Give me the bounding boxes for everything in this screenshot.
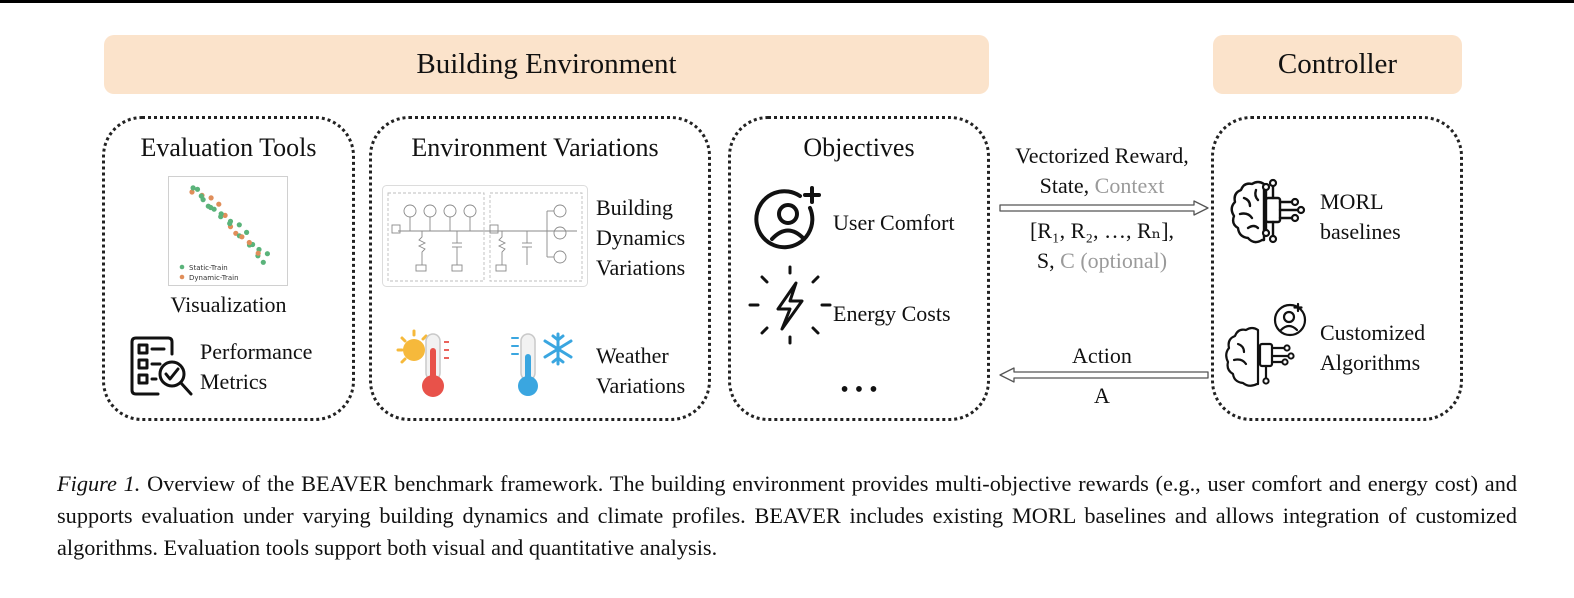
scatter-point [194,186,201,192]
reward-description: Vectorized Reward, State, Context [990,141,1214,201]
figure-caption: Figure 1. Overview of the BEAVER benchma… [57,468,1517,564]
performance-metrics-line1: Performance [200,339,313,364]
scatter-point [264,251,270,257]
controller-title: Controller [1277,48,1398,80]
legend-dynamic-marker [179,274,185,280]
custom-line2: Algorithms [1320,350,1421,375]
legend-static-label: Static-Train [189,264,228,272]
scatter-point [260,259,266,265]
custom-line1: Customized [1320,320,1426,345]
metrics-checklist-icon [130,336,193,396]
scatter-point [227,220,233,227]
user-comfort-icon [754,186,821,250]
scatter-point [216,201,222,207]
scatter-point [208,195,214,201]
building-dynamics-line1: Building [596,195,674,220]
context-text: Context [1094,173,1165,198]
hot-thermometer-icon [396,329,449,397]
action-arrow [999,367,1209,383]
weather-variations-line1: Weather [596,343,669,368]
objectives-panel [728,116,990,421]
scatter-point [211,206,217,212]
more-objectives-ellipsis: • • • [840,377,878,403]
energy-costs-label: Energy Costs [833,301,951,326]
rc-circuit-diagram [382,185,588,287]
reward-line1: Vectorized Reward, [1015,143,1189,168]
environment-variations-title: Environment Variations [411,133,659,162]
building-environment-title: Building Environment [416,48,677,80]
reward-arrow [999,200,1209,216]
scatter-point [190,185,196,191]
optional-context-text: C (optional) [1060,248,1168,273]
legend-dynamic-label: Dynamic-Train [189,274,239,282]
building-dynamics-line2: Dynamics [596,225,686,250]
pareto-scatter-plot: Static-Train Dynamic-Train [168,176,288,286]
brain-chip-icon [1230,178,1306,244]
controller-banner: Controller [1213,35,1462,94]
morl-line2: baselines [1320,219,1401,244]
morl-baselines-label: MORL baselines [1320,187,1401,247]
scatter-point [255,250,261,256]
scatter-point [246,239,252,246]
action-symbol: A [1094,383,1110,408]
scatter-point [239,234,245,240]
energy-lightning-icon [748,265,832,345]
brain-user-icon [1225,302,1307,387]
environment-variations-panel [369,116,711,421]
visualization-label: Visualization [170,292,287,317]
action-label: Action [1072,343,1132,368]
user-comfort-label: User Comfort [833,210,955,235]
building-environment-banner: Building Environment [104,35,989,94]
performance-metrics-line2: Metrics [200,369,268,394]
legend-static-marker [179,264,185,270]
customized-algorithms-label: Customized Algorithms [1320,318,1425,378]
performance-metrics-label: Performance Metrics [200,337,312,397]
caption-text: Overview of the BEAVER benchmark framewo… [57,471,1518,560]
scatter-point [222,212,228,218]
building-dynamics-label: Building Dynamics Variations [596,193,685,283]
cold-thermometer-icon [511,332,573,396]
scatter-point [198,193,204,199]
evaluation-tools-panel [102,116,355,421]
scatter-point [218,211,224,217]
objectives-title: Objectives [803,133,915,162]
building-dynamics-line3: Variations [596,255,686,280]
scatter-point [244,229,250,235]
reward-line3: [R₁, R₂, …, Rₙ], [1029,218,1175,243]
weather-variations-label: Weather Variations [596,341,685,401]
reward-vector-text: [R₁, R₂, …, Rₙ], S, C (optional) [990,216,1214,276]
weather-variations-line2: Variations [596,373,686,398]
controller-panel [1211,116,1463,421]
reward-line2: State, Context [1039,173,1165,198]
reward-line4: S, C (optional) [1036,248,1168,273]
top-rule [0,0,1574,3]
morl-line1: MORL [1320,189,1384,214]
figure-label: Figure 1. [57,471,141,496]
scatter-point [189,189,195,195]
evaluation-tools-title: Evaluation Tools [140,133,317,162]
scatter-point [236,222,242,228]
